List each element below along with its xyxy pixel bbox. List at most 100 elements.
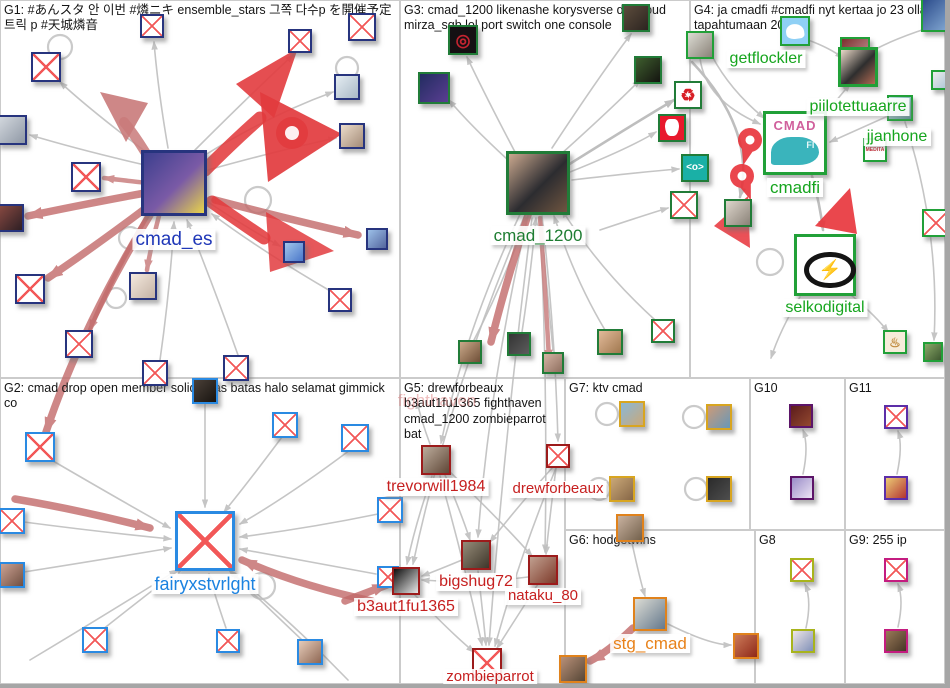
- node-stg_cmad-label: stg_cmad: [610, 634, 690, 654]
- node-b3aut1fu1365[interactable]: [392, 567, 420, 595]
- avatar-node[interactable]: [507, 332, 531, 356]
- edge: [802, 428, 809, 475]
- edge: [211, 196, 362, 239]
- xbox-node[interactable]: [223, 355, 249, 381]
- missing-image-x-icon: [144, 362, 166, 384]
- avatar-image: [530, 557, 556, 583]
- node-nataku_80-label: nataku_80: [504, 587, 582, 605]
- node-bigshug72[interactable]: [461, 540, 491, 570]
- alien-head-shape: [664, 118, 680, 137]
- avatar-node[interactable]: [542, 352, 564, 374]
- xbox-node[interactable]: [670, 191, 698, 219]
- node-fairyxstvrlght[interactable]: [175, 511, 235, 571]
- edge: [896, 429, 904, 475]
- xbox-node[interactable]: [31, 52, 61, 82]
- avatar-node[interactable]: [634, 56, 662, 84]
- avatar-node[interactable]: [283, 241, 305, 263]
- avatar-node[interactable]: [619, 401, 645, 427]
- edge: [667, 623, 733, 649]
- xbox-node[interactable]: [884, 405, 908, 429]
- avatar-node[interactable]: [334, 74, 360, 100]
- xbox-node[interactable]: [348, 13, 376, 41]
- xbox-node[interactable]: [272, 412, 298, 438]
- xbox-node[interactable]: [341, 424, 369, 452]
- hands-icon[interactable]: ♨: [883, 330, 907, 354]
- node-fairyxstvrlght-label: fairyxstvrlght: [151, 574, 259, 595]
- node-piilotettuaarre[interactable]: [838, 47, 878, 87]
- avatar-image: [509, 334, 529, 354]
- edge: [238, 449, 351, 525]
- avatar-node[interactable]: [724, 199, 752, 227]
- xbox-node[interactable]: [328, 288, 352, 312]
- avatar-node[interactable]: [622, 4, 650, 32]
- node-nataku_80[interactable]: [528, 555, 558, 585]
- edge: [448, 98, 509, 161]
- avatar-image: [792, 478, 812, 498]
- avatar-node[interactable]: [706, 404, 732, 430]
- node-stg_cmad[interactable]: [633, 597, 667, 631]
- xbox-node[interactable]: [15, 274, 45, 304]
- avatar-image: [599, 331, 621, 353]
- xbox-node[interactable]: [0, 508, 25, 534]
- twitter-bird-icon[interactable]: [780, 16, 810, 46]
- avatar-node[interactable]: [129, 272, 157, 300]
- avatar-node[interactable]: [458, 340, 482, 364]
- code-icon-glyph: <o>: [686, 162, 704, 173]
- node-selkodigital[interactable]: ⚡: [794, 234, 856, 296]
- missing-image-x-icon: [886, 560, 906, 580]
- avatar-node[interactable]: [559, 655, 587, 683]
- cmadfi-logo-text: CMAD: [773, 118, 817, 134]
- avatar-image: [0, 117, 25, 143]
- xbox-node[interactable]: [71, 162, 101, 192]
- node-trevorwill1984[interactable]: [421, 445, 451, 475]
- avatar-node[interactable]: [884, 629, 908, 653]
- node-cmad_1200[interactable]: [506, 151, 570, 215]
- avatar-image: [561, 657, 585, 681]
- xbox-node[interactable]: [82, 627, 108, 653]
- xbox-node[interactable]: [25, 432, 55, 462]
- avatar-node[interactable]: [790, 476, 814, 500]
- edge: [420, 559, 463, 577]
- xbox-node[interactable]: [288, 29, 312, 53]
- avatar-node[interactable]: [192, 378, 218, 404]
- alien-icon[interactable]: [658, 114, 686, 142]
- avatar-node[interactable]: [366, 228, 388, 250]
- panel-header-G11: G11: [849, 381, 872, 395]
- avatar-node[interactable]: [339, 123, 365, 149]
- code-icon[interactable]: <o>: [681, 154, 709, 182]
- avatar-node[interactable]: [706, 476, 732, 502]
- node-cmad_es[interactable]: [141, 150, 207, 216]
- avatar-node[interactable]: [0, 204, 24, 232]
- avatar-node[interactable]: [686, 31, 714, 59]
- xbox-node[interactable]: [216, 629, 240, 653]
- avatar-node[interactable]: [418, 72, 450, 104]
- avatar-node[interactable]: [609, 476, 635, 502]
- big-arrow-shape: [236, 48, 298, 118]
- avatar-node[interactable]: [733, 633, 759, 659]
- record-logo-icon[interactable]: ◎: [448, 25, 478, 55]
- xbox-node[interactable]: [377, 497, 403, 523]
- xbox-node[interactable]: [65, 330, 93, 358]
- xbox-node[interactable]: [884, 558, 908, 582]
- avatar-node[interactable]: [616, 514, 644, 542]
- avatar-node[interactable]: [789, 404, 813, 428]
- missing-image-x-icon: [343, 426, 367, 450]
- avatar-node[interactable]: [0, 115, 27, 145]
- avatar-node[interactable]: [297, 639, 323, 665]
- avatar-image: [1, 564, 23, 586]
- node-drewforbeaux[interactable]: [546, 444, 570, 468]
- edge: [238, 547, 377, 575]
- xbox-node[interactable]: [142, 360, 168, 386]
- avatar-node[interactable]: [0, 562, 25, 588]
- avatar-node[interactable]: [597, 329, 623, 355]
- hands-icon-glyph: ♨: [889, 334, 901, 350]
- xbox-node[interactable]: [651, 319, 675, 343]
- xbox-node[interactable]: [790, 558, 814, 582]
- xbox-node[interactable]: [140, 14, 164, 38]
- panel-header-G5: G5: drewforbeaux b3aut1fu1365 fighthaven…: [404, 381, 546, 441]
- avatar-node[interactable]: [923, 342, 943, 362]
- share-arrows-icon[interactable]: ♻: [674, 81, 702, 109]
- avatar-node[interactable]: [791, 629, 815, 653]
- avatar-node[interactable]: [884, 476, 908, 500]
